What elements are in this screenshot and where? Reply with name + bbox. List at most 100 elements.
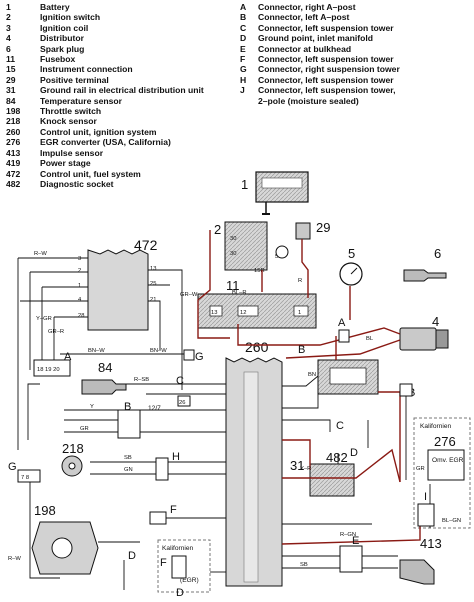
legend-desc: Control unit, ignition system <box>40 126 157 137</box>
legend-desc: Instrument connection <box>40 64 133 75</box>
legend-desc: Knock sensor <box>40 116 97 127</box>
svg-text:B: B <box>124 401 131 413</box>
legend-code: E <box>240 43 246 54</box>
svg-text:GR–W: GR–W <box>180 292 198 298</box>
legend-code: 11 <box>6 54 16 65</box>
label-472: 472 <box>134 237 158 253</box>
label-4: 4 <box>432 314 439 329</box>
svg-text:C: C <box>176 375 184 387</box>
legend-code: C <box>240 22 247 33</box>
legend-code: 15 <box>6 64 16 75</box>
connector-e: E <box>339 535 363 573</box>
svg-text:Y–GR: Y–GR <box>36 316 52 322</box>
legend-desc: Ignition switch <box>40 12 101 23</box>
svg-text:BN–W: BN–W <box>150 348 167 354</box>
legend-desc: Connector, left suspension tower, <box>258 85 396 96</box>
spark-plug: 6 <box>403 246 447 282</box>
svg-text:30: 30 <box>230 236 236 242</box>
label-2: 2 <box>214 222 221 237</box>
svg-text:7 8: 7 8 <box>21 475 29 481</box>
legend-code: J <box>240 85 245 96</box>
connector-f: F F <box>149 504 187 579</box>
svg-text:BL–GN: BL–GN <box>442 518 461 524</box>
label-276: 276 <box>434 434 456 449</box>
svg-text:BL: BL <box>366 336 374 342</box>
wire-color-labels: R–W GR–W GR–R Y–GR BN–W BN–W R–SB Y GR S… <box>8 251 461 568</box>
legend-code: G <box>240 64 247 75</box>
svg-text:18 19 20: 18 19 20 <box>37 367 60 373</box>
svg-text:R–W: R–W <box>34 251 47 257</box>
legend-code: 413 <box>6 147 21 158</box>
svg-text:GN: GN <box>124 467 133 473</box>
svg-text:Y–R: Y–R <box>300 466 311 472</box>
legend-desc: Ground point, inlet manifold <box>258 33 374 44</box>
label-260: 260 <box>245 339 269 355</box>
legend-code: 276 <box>6 137 21 148</box>
svg-text:G: G <box>195 351 204 363</box>
svg-text:BN–W: BN–W <box>88 348 105 354</box>
connector-d: D D D <box>128 447 358 599</box>
label-12-7: 12/7 <box>148 405 161 412</box>
connector-i: I <box>417 491 435 527</box>
svg-text:3: 3 <box>78 256 81 262</box>
connector-a-right: A <box>338 317 350 343</box>
svg-text:D: D <box>128 550 136 562</box>
svg-text:Omv. EGR: Omv. EGR <box>432 457 464 464</box>
svg-text:F: F <box>170 504 177 516</box>
control-unit-fuel-472: 472 3 2 1 4 28 13 25 21 <box>78 237 158 331</box>
svg-text:1: 1 <box>298 310 301 316</box>
svg-text:(EGR): (EGR) <box>180 577 199 584</box>
label-413: 413 <box>420 536 442 551</box>
egr-converter: Kalifornien 276 Omv. EGR <box>413 417 471 529</box>
svg-text:30: 30 <box>230 251 236 257</box>
legend-code: 29 <box>6 74 16 85</box>
legend-desc: Diagnostic socket <box>40 178 114 189</box>
positive-terminal: 29 <box>295 220 330 240</box>
legend-code: 6 <box>6 43 11 54</box>
svg-text:GR: GR <box>416 466 425 472</box>
svg-text:1: 1 <box>78 283 81 289</box>
svg-text:F: F <box>160 557 167 569</box>
legend-code: 4 <box>6 33 11 44</box>
legend-desc: Throttle switch <box>40 106 102 117</box>
legend-desc: Ground rail in electrical distribution u… <box>40 85 204 96</box>
power-stage-419: 419 <box>317 358 379 395</box>
legend-desc: Power stage <box>40 158 91 169</box>
label-218: 218 <box>62 441 84 456</box>
legend-code: 31 <box>6 85 16 96</box>
svg-text:Y: Y <box>90 404 94 410</box>
kalifornien-egr-small: Kalifornien (EGR) <box>157 539 211 593</box>
svg-text:BL–R: BL–R <box>232 290 247 296</box>
svg-text:Kalifornien: Kalifornien <box>420 423 451 430</box>
legend-code: 218 <box>6 116 21 127</box>
legend-desc: Impulse sensor <box>40 147 104 158</box>
svg-text:GR: GR <box>80 426 89 432</box>
svg-text:D: D <box>176 587 184 599</box>
legend-code: 1 <box>6 2 11 12</box>
connector-h: H <box>155 451 180 481</box>
legend-desc: Ignition coil <box>40 22 89 33</box>
svg-text:26: 26 <box>179 400 185 406</box>
legend-code: A <box>240 2 247 12</box>
connector-g: G G 7 8 <box>8 349 204 483</box>
legend-row: 15 Instrument connection <box>6 64 238 74</box>
svg-text:SB: SB <box>300 562 308 568</box>
connector-c: C C <box>176 375 344 432</box>
throttle-switch: 198 <box>31 503 99 575</box>
